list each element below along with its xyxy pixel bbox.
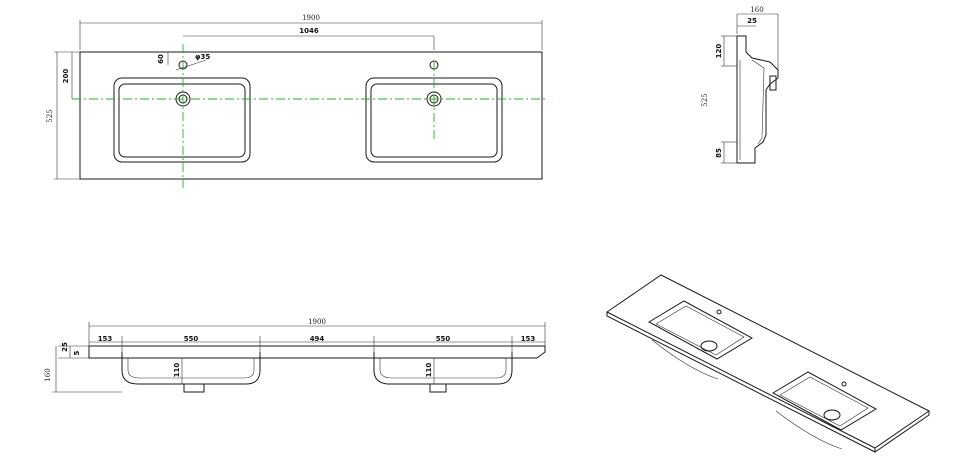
dim-right-edge: 153 <box>521 335 536 343</box>
dim-thickness-a: 25 <box>61 342 69 352</box>
iso-right-bowl <box>771 371 878 431</box>
iso-top-surface <box>606 274 930 449</box>
iso-front-edge <box>606 312 876 453</box>
dim-lip: 25 <box>747 17 757 25</box>
side-overflow <box>769 75 777 91</box>
left-bowl-inner <box>118 83 246 158</box>
iso-left-tap <box>716 309 722 315</box>
dim-depth: 525 <box>46 109 54 122</box>
dim-bowl-depth-right: 110 <box>425 363 433 378</box>
dim-gap: 494 <box>310 335 325 343</box>
dim-lower: 85 <box>715 148 723 158</box>
iso-left-drain <box>700 340 718 352</box>
front-right-drain <box>429 383 447 393</box>
front-right-bowl <box>373 352 513 385</box>
dim-thickness-b: 5 <box>73 350 81 355</box>
front-view: 1900 153 550 494 550 153 25 5 160 110 11… <box>44 318 546 393</box>
dim-side-total: 525 <box>701 93 709 106</box>
side-view: 160 25 120 525 85 <box>701 6 779 164</box>
top-view: 1900 1046 525 200 60 φ35 <box>46 14 546 188</box>
dim-left-edge: 153 <box>98 335 113 343</box>
dim-bowl-width-right: 550 <box>436 335 451 343</box>
dim-front-height: 160 <box>44 368 52 381</box>
dim-bowl-width-left: 550 <box>184 335 199 343</box>
dim-bowl-depth-left: 110 <box>173 363 181 378</box>
front-left-bowl <box>121 352 261 385</box>
side-profile-outer <box>736 35 779 164</box>
iso-side-edge <box>874 411 930 453</box>
dim-tap-spacing: 1046 <box>299 27 319 35</box>
left-bowl-outer <box>113 77 251 163</box>
iso-right-tap <box>841 381 847 387</box>
dim-front-width: 1900 <box>308 318 326 326</box>
front-slab <box>88 345 546 359</box>
dim-hole-offset: 60 <box>157 54 165 64</box>
isometric-view <box>606 274 930 453</box>
dim-side-depth: 160 <box>750 6 763 14</box>
iso-right-drain <box>823 409 841 421</box>
dim-width: 1900 <box>302 14 320 22</box>
countertop-outline <box>79 51 543 180</box>
dim-hole-diameter: φ35 <box>195 53 210 61</box>
side-profile-inner <box>739 59 765 160</box>
right-bowl-outer <box>365 77 503 163</box>
dim-upper: 120 <box>715 44 723 59</box>
front-left-drain <box>183 383 205 393</box>
iso-left-bowl <box>647 300 754 360</box>
dim-bowl-edge: 200 <box>62 69 70 84</box>
